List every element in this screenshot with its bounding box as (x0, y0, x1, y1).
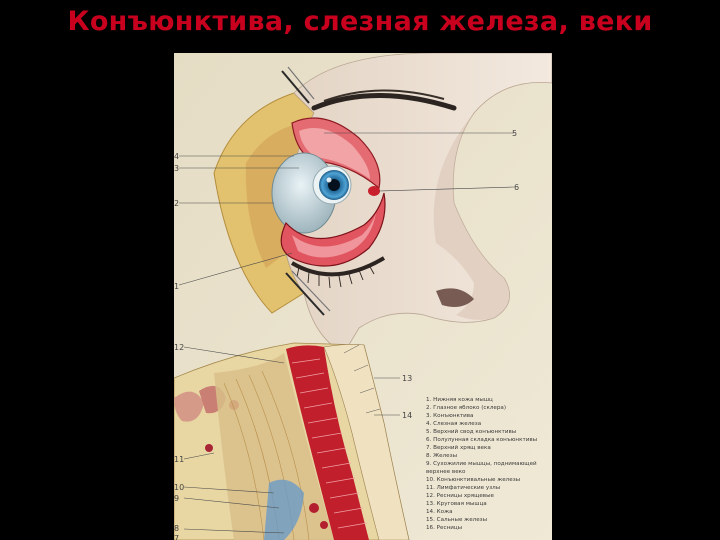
slide-title: Конъюнктива, слезная железа, веки (67, 6, 653, 37)
legend-item: 10. Конъюнктивальные железы (426, 477, 520, 483)
legend-item: 3. Конъюнктива (426, 413, 473, 419)
lower-lashes (290, 256, 386, 277)
callout-12: 12 (174, 343, 184, 352)
legend-item: 4. Слезная железа (426, 421, 481, 427)
legend-item: 13. Круговая мышца (426, 501, 487, 507)
anatomy-illustration: 5 4 3 6 2 1 (174, 53, 552, 540)
upper-lashes (311, 93, 457, 111)
anatomy-plate: 5 4 3 6 2 1 (174, 53, 552, 540)
legend-item: 2. Глазное яблоко (склера) (426, 405, 506, 411)
legend-item: 12. Ресницы хрящевые (426, 493, 495, 499)
callout-11: 11 (174, 455, 184, 464)
legend-item: 1. Нижняя кожа мышц (426, 397, 493, 403)
legend-item: 9. Сухожилие мышцы, поднимающей (426, 460, 537, 467)
callout-3: 3 (174, 164, 179, 173)
callout-9: 9 (174, 494, 179, 503)
callout-5: 5 (512, 129, 517, 138)
legend-item: верхнее веко (426, 469, 466, 475)
figure-legend: 1. Нижняя кожа мышц 2. Глазное яблоко (с… (426, 397, 537, 531)
legend-item: 6. Полулунная складка конъюнктивы (426, 437, 537, 443)
legend-item: 8. Железы (426, 453, 457, 459)
orbicularis-muscle (286, 345, 369, 540)
callout-1: 1 (174, 282, 179, 291)
callout-4: 4 (174, 152, 179, 161)
legend-item: 11. Лимфатические узлы (426, 485, 500, 491)
callout-13: 13 (402, 374, 412, 383)
legend-item: 5. Верхний свод конъюнктивы (426, 428, 516, 435)
legend-item: 14. Кожа (426, 509, 453, 515)
pupil (328, 179, 340, 191)
legend-item: 7. Верхний хрящ века (426, 444, 491, 451)
callout-10: 10 (174, 483, 184, 492)
legend-item: 16. Ресницы (426, 525, 462, 531)
callout-14: 14 (402, 411, 412, 420)
callout-7: 7 (174, 534, 179, 540)
caruncle (368, 186, 380, 196)
callout-2: 2 (174, 199, 179, 208)
callout-8: 8 (174, 524, 179, 533)
legend-item: 15. Сальные железы (426, 517, 487, 523)
callout-6: 6 (514, 183, 519, 192)
nostril (436, 288, 474, 307)
